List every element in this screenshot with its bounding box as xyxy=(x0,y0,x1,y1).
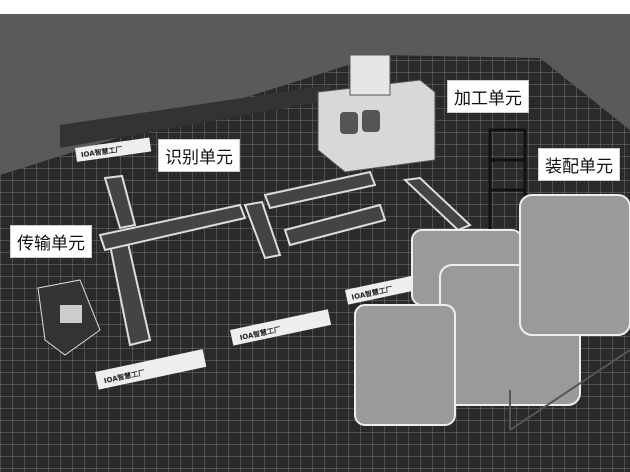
label-transport-unit: 传输单元 xyxy=(10,225,92,258)
pallet-stacks xyxy=(354,194,630,426)
fence xyxy=(509,349,630,431)
back-wall xyxy=(60,85,330,148)
cnc-machine xyxy=(317,54,436,173)
sign: IOA智慧工厂 xyxy=(75,137,152,162)
agv-robot xyxy=(37,279,101,356)
sign: IOA智慧工厂 xyxy=(95,349,207,390)
label-processing-unit: 加工单元 xyxy=(447,80,529,113)
label-recognition-unit: 识别单元 xyxy=(158,139,240,172)
label-assembly-unit: 装配单元 xyxy=(538,148,620,181)
conveyors xyxy=(98,170,472,347)
